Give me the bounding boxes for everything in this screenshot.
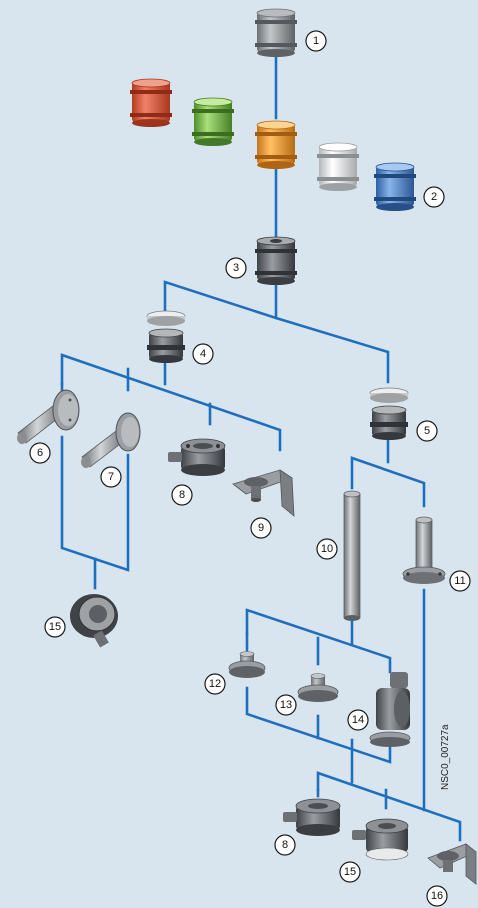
svg-text:5: 5 (424, 425, 430, 437)
svg-text:13: 13 (280, 699, 292, 711)
callout-15: 15 (45, 617, 65, 637)
svg-text:12: 12 (209, 678, 221, 690)
callout-5: 5 (417, 421, 437, 441)
document-id: NSC0_00727a (440, 724, 451, 790)
mounting-adapter-15a (70, 594, 118, 648)
svg-text:8: 8 (179, 489, 185, 501)
cover-cap-right (370, 388, 408, 403)
signal-module-green (192, 98, 234, 146)
svg-text:4: 4 (200, 348, 206, 360)
svg-text:16: 16 (431, 890, 443, 902)
svg-text:2: 2 (431, 191, 437, 203)
callout-9: 9 (251, 518, 271, 538)
callout-3: 3 (226, 258, 246, 278)
callout-15-bottom: 15 (340, 862, 360, 882)
svg-text:6: 6 (37, 447, 43, 459)
callout-16: 16 (427, 886, 447, 906)
callout-13: 13 (276, 695, 296, 715)
angle-bracket-16 (428, 844, 476, 884)
svg-text:10: 10 (321, 543, 333, 555)
mounting-base-8b (283, 799, 340, 836)
signal-module-grey (255, 9, 297, 57)
angle-bracket-9 (233, 470, 294, 516)
svg-text:7: 7 (108, 471, 114, 483)
svg-text:8: 8 (282, 839, 288, 851)
svg-text:11: 11 (454, 575, 465, 587)
svg-text:15: 15 (344, 866, 356, 878)
callout-1: 1 (306, 31, 326, 51)
flange-foot-12 (229, 652, 265, 679)
callout-2: 2 (424, 187, 444, 207)
callout-8: 8 (172, 485, 192, 505)
signal-module-blue (374, 163, 416, 211)
svg-text:3: 3 (233, 262, 239, 274)
svg-text:9: 9 (258, 522, 264, 534)
base-module-left (147, 329, 185, 363)
signal-module-orange (255, 121, 297, 169)
callout-11: 11 (450, 571, 470, 591)
callout-6: 6 (30, 443, 50, 463)
cover-cap-left (147, 311, 185, 326)
svg-text:14: 14 (352, 714, 364, 726)
callout-12: 12 (205, 674, 225, 694)
callout-8-bottom: 8 (275, 835, 295, 855)
callout-10: 10 (317, 539, 337, 559)
tube-long-10 (344, 491, 360, 621)
svg-text:1: 1 (313, 35, 319, 47)
mounting-base-8 (168, 439, 225, 476)
mounting-bracket-tube-7 (81, 413, 140, 468)
callout-14: 14 (348, 710, 368, 730)
flange-foot-13 (298, 674, 338, 703)
mounting-adapter-15b (352, 819, 408, 860)
callout-7: 7 (101, 467, 121, 487)
connection-module (255, 237, 297, 285)
signal-module-red (130, 79, 172, 127)
callout-4: 4 (193, 344, 213, 364)
pole-mount-14 (370, 672, 410, 747)
tube-with-base-11 (403, 517, 445, 584)
base-module-right (370, 406, 408, 440)
svg-text:15: 15 (49, 621, 61, 633)
mounting-bracket-tube-6 (17, 390, 79, 444)
signal-module-clear (317, 143, 359, 191)
